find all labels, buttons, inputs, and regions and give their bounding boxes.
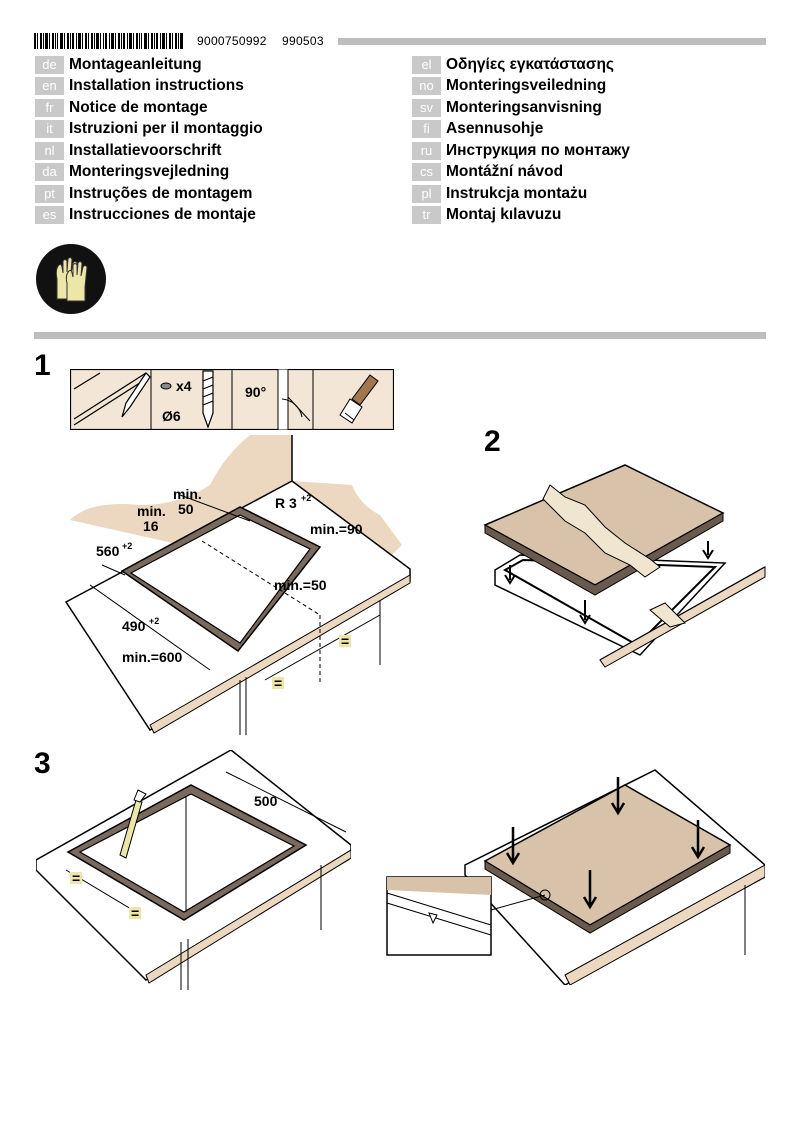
step-number-3: 3 xyxy=(34,747,51,780)
lang-row-cs: cs Montážní návod xyxy=(412,163,563,181)
dim-min16-a: min. xyxy=(137,503,166,519)
document-date: 990503 xyxy=(282,34,324,48)
lang-title: Montageanleitung xyxy=(69,56,202,73)
lang-title: Asennusohje xyxy=(446,120,544,137)
dim-min50-top-b: 50 xyxy=(178,501,194,517)
lang-row-fi: fi Asennusohje xyxy=(412,120,543,138)
lang-code: da xyxy=(35,163,64,181)
lang-code: ru xyxy=(412,142,441,160)
lang-title: Инструкция по монтажу xyxy=(446,142,630,159)
hob-seating-diagram xyxy=(386,769,765,985)
dim-min50-top-a: min. xyxy=(173,486,202,502)
lang-title: Monteringsveiledning xyxy=(446,77,607,94)
lang-code: el xyxy=(412,56,441,74)
lang-code: no xyxy=(412,77,441,95)
lang-row-sv: sv Monteringsanvisning xyxy=(412,99,602,117)
dim-500: 500 xyxy=(254,793,278,809)
lang-row-de: de Montageanleitung xyxy=(35,56,202,74)
pencil-icon xyxy=(73,372,151,426)
lang-code: cs xyxy=(412,163,441,181)
lang-title: Istruzioni per il montaggio xyxy=(69,120,263,137)
jigsaw-blade-icon xyxy=(277,369,311,430)
dim-min90: min.=90 xyxy=(310,521,363,537)
step-number-1: 1 xyxy=(34,349,51,382)
lang-row-da: da Monteringsvejledning xyxy=(35,163,229,181)
lang-title: Instrucciones de montaje xyxy=(69,206,256,223)
lang-row-pt: pt Instruções de montagem xyxy=(35,185,252,203)
drill-bit-icon xyxy=(160,370,214,429)
lang-title: Monteringsvejledning xyxy=(69,163,230,180)
dim-min50-side: min.=50 xyxy=(274,577,327,593)
cutout-dimensions-diagram: min. 50 min. 16 R 3 +2 min.=90 560 +2 mi… xyxy=(64,435,411,735)
dim-radius: R 3 xyxy=(275,495,297,511)
lang-code: tr xyxy=(412,206,441,224)
dim-560-tolerance: +2 xyxy=(122,541,132,551)
barcode xyxy=(34,33,183,49)
step-number-2: 2 xyxy=(484,425,501,458)
lang-title: Instruções de montagem xyxy=(69,185,253,202)
brush-icon xyxy=(339,374,379,424)
lang-code: de xyxy=(35,56,64,74)
lang-code: fi xyxy=(412,120,441,138)
lang-title: Montaj kılavuzu xyxy=(446,206,562,223)
gloves-icon xyxy=(36,244,106,314)
lang-row-es: es Instrucciones de montaje xyxy=(35,206,256,224)
lang-row-nl: nl Installatievoorschrift xyxy=(35,142,221,160)
section-rule xyxy=(34,332,766,339)
lang-row-en: en Installation instructions xyxy=(35,77,244,95)
lang-title: Montážní návod xyxy=(446,163,564,180)
dim-equal-left: = xyxy=(274,675,282,691)
cutout-opening xyxy=(129,514,311,644)
lang-row-pl: pl Instrukcja montażu xyxy=(412,185,587,203)
document-number: 9000750992 xyxy=(197,34,267,48)
dim-equal-right: = xyxy=(341,633,349,649)
screws-count: x4 xyxy=(176,378,192,394)
dim-560: 560 xyxy=(96,543,120,559)
dim-min16-b: 16 xyxy=(143,518,159,534)
lang-code: pt xyxy=(35,185,64,203)
lang-title: Monteringsanvisning xyxy=(446,99,602,116)
dim-equal-b: = xyxy=(131,905,139,921)
lang-title: Installation instructions xyxy=(69,77,244,94)
lang-row-it: it Istruzioni per il montaggio xyxy=(35,120,263,138)
lang-code: es xyxy=(35,206,64,224)
lang-code: pl xyxy=(412,185,441,203)
lang-code: it xyxy=(35,120,64,138)
dim-radius-tolerance: +2 xyxy=(301,493,311,503)
drill-size: Ø6 xyxy=(162,408,181,424)
lang-title: Οδηγίες εγκατάστασης xyxy=(446,56,614,73)
lang-code: sv xyxy=(412,99,441,117)
angle-label: 90° xyxy=(245,384,266,400)
lang-code: fr xyxy=(35,99,64,117)
hob-insertion-diagram xyxy=(483,464,766,668)
lang-row-fr: fr Notice de montage xyxy=(35,99,208,117)
lang-row-no: no Monteringsveiledning xyxy=(412,77,606,95)
lang-code: en xyxy=(35,77,64,95)
lang-row-tr: tr Montaj kılavuzu xyxy=(412,206,561,224)
dim-490: 490 xyxy=(122,618,146,634)
lang-title: Installatievoorschrift xyxy=(69,142,222,159)
dim-min600: min.=600 xyxy=(122,649,183,665)
pencil-icon xyxy=(119,799,143,859)
tools-strip: x4 Ø6 90° xyxy=(70,369,394,430)
header-rule xyxy=(338,38,766,45)
lang-row-ru: ru Инструкция по монтажу xyxy=(412,142,630,160)
lang-code: nl xyxy=(35,142,64,160)
lang-row-el: el Οδηγίες εγκατάστασης xyxy=(412,56,614,74)
lang-title: Instrukcja montażu xyxy=(446,185,588,202)
dim-490-tolerance: +2 xyxy=(149,616,159,626)
dim-equal-a: = xyxy=(72,870,80,886)
marking-cutout-diagram: 500 = = xyxy=(36,750,351,990)
lang-title: Notice de montage xyxy=(69,99,208,116)
